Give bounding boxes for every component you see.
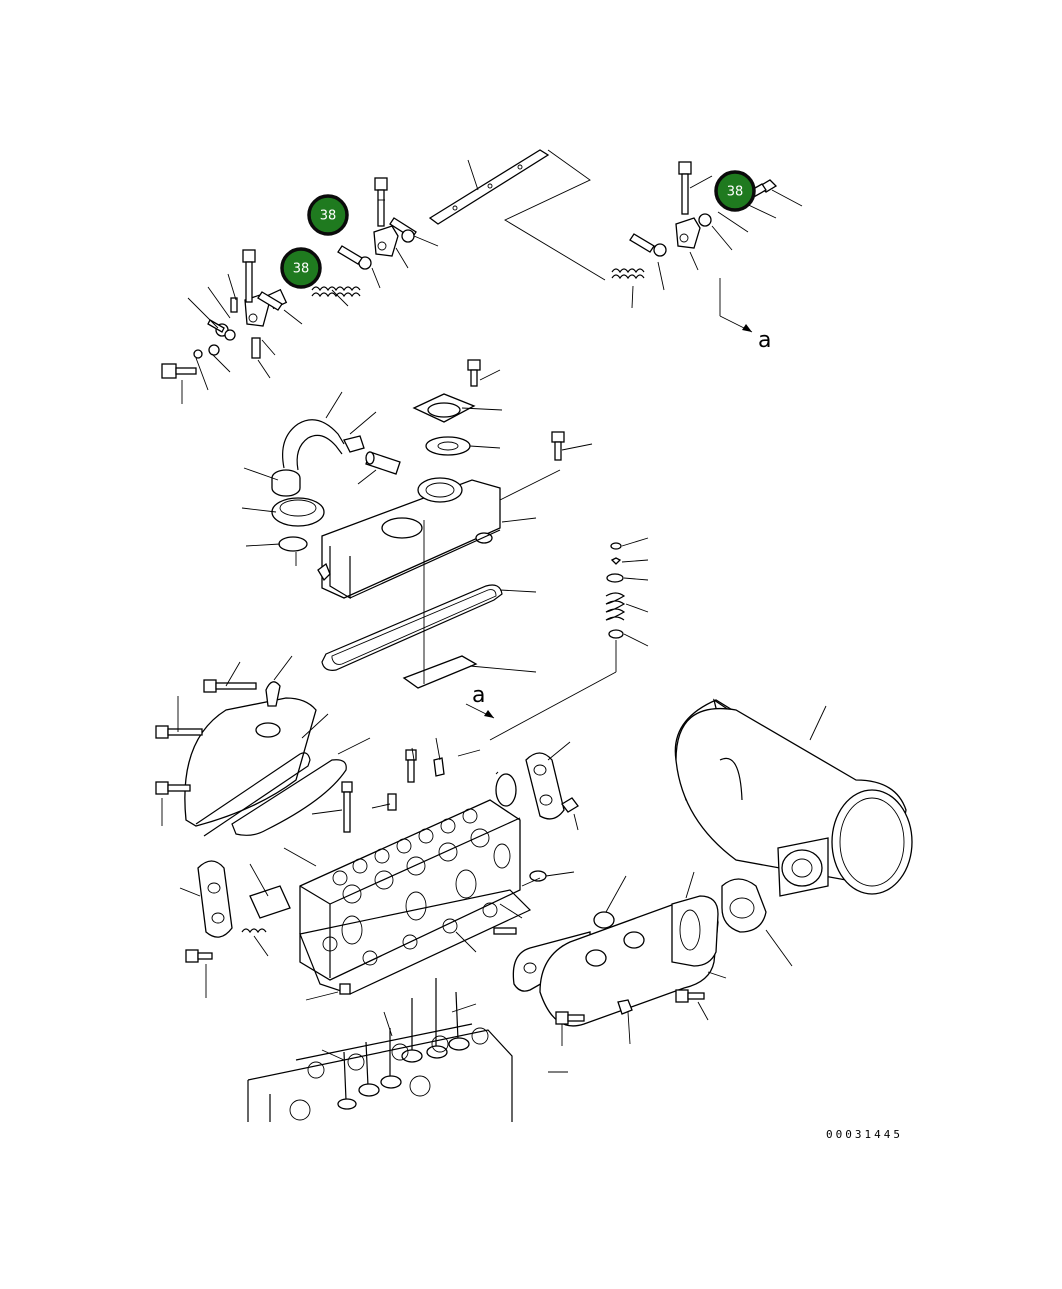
valve-spring-set: [489, 542, 626, 741]
leader-lines-head: [179, 737, 579, 1001]
valve-cover: [317, 477, 501, 600]
oil-filler-cap: [271, 469, 325, 552]
leader-lines-rocker: [181, 175, 803, 404]
spring-left: [311, 286, 361, 298]
leader-lines-cover: [241, 369, 649, 673]
exhaust-gasket-left: [525, 752, 579, 820]
water-outlet-gasket: [185, 860, 291, 963]
drawing-number: 00031445: [826, 1128, 903, 1141]
head-bolts-and-studs: [241, 749, 547, 995]
muffler-gasket: [721, 878, 767, 933]
callout-badge-2[interactable]: 38: [280, 247, 322, 289]
view-letter-top: a: [758, 328, 771, 353]
head-gasket: [299, 889, 532, 995]
breather-hose: [282, 419, 401, 475]
rocker-arm-middle: [337, 177, 417, 270]
rocker-arm-right: [611, 161, 778, 280]
valve-cover-gasket: [321, 584, 503, 671]
exhaust-manifold: [539, 895, 719, 1027]
cylinder-head: [299, 799, 521, 981]
leader-lines-muffler: [765, 705, 827, 967]
view-arrow-mid: [465, 703, 495, 719]
callout-badge-1[interactable]: 38: [307, 194, 349, 236]
callout-badge-3[interactable]: 38: [714, 170, 756, 212]
intake-manifold: [155, 679, 347, 837]
bolt-lower-left: [161, 344, 220, 379]
valves: [337, 978, 470, 1110]
leader-lines-valves: [321, 1000, 568, 1073]
view-arrow-top: [719, 278, 753, 333]
valve-cover-plate: [402, 520, 478, 689]
valve-cover-top-parts: [412, 359, 565, 461]
muffler: [674, 698, 913, 897]
view-letter-mid: a: [472, 683, 485, 708]
rocker-shaft: [428, 149, 606, 281]
bolt-left: [230, 249, 256, 313]
leader-lines-intake: [161, 655, 371, 826]
leader-lines-exhaust: [561, 871, 727, 1046]
engine-block: [247, 1023, 513, 1122]
